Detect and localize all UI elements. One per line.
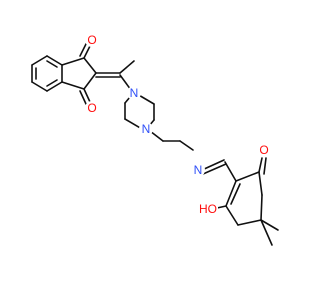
atom-label-nitrogen: N: [130, 86, 139, 100]
atom-label-oxygen: O: [259, 143, 268, 157]
atom-label-nitrogen: N: [194, 163, 203, 177]
bond: [260, 219, 279, 231]
bond: [79, 90, 87, 105]
bond: [260, 219, 273, 246]
bond: [201, 159, 225, 171]
atom-label-nitrogen: N: [142, 122, 151, 136]
bond: [202, 163, 227, 175]
bond: [31, 81, 48, 92]
carbonyl-oxygen-top: O: [85, 33, 99, 47]
bond: [83, 72, 97, 90]
bond: [46, 60, 58, 68]
piperazine-nitrogen-top: N: [127, 86, 141, 100]
bond-lines: [31, 43, 279, 246]
bond: [46, 81, 63, 92]
bond: [79, 43, 87, 57]
carbonyl-oxygen-bottom: O: [85, 101, 99, 115]
imine-nitrogen: N: [191, 163, 205, 177]
bond: [124, 118, 143, 130]
hydroxyl-group: HO: [198, 202, 218, 216]
ring-carbonyl-oxygen: O: [257, 143, 271, 157]
bond: [61, 81, 85, 90]
bond: [258, 171, 263, 196]
bond: [179, 140, 194, 151]
bond: [46, 79, 58, 87]
bond: [260, 194, 263, 221]
bond: [225, 180, 237, 207]
bond: [263, 157, 267, 175]
bond: [83, 57, 97, 74]
bond: [216, 205, 227, 209]
bond: [31, 55, 48, 66]
bond: [83, 88, 91, 103]
bond: [83, 45, 91, 59]
atom-label-oxygen: O: [87, 101, 96, 115]
bond: [46, 55, 63, 66]
atom-labels: O O N N N O HO: [85, 33, 271, 216]
bond: [237, 219, 262, 226]
bond: [149, 130, 164, 142]
chemical-structure-diagram: O O N N N O HO: [31, 33, 279, 246]
bond: [224, 161, 237, 182]
bond: [225, 205, 239, 226]
atom-label-oxygen: O: [87, 33, 96, 47]
bond: [61, 57, 85, 66]
piperazine-nitrogen-bottom: N: [139, 122, 153, 136]
atom-label-hydroxyl: HO: [199, 202, 217, 216]
bond: [235, 171, 260, 182]
bond: [258, 157, 263, 173]
bond: [119, 60, 135, 74]
bond: [119, 74, 132, 91]
bond: [230, 183, 241, 205]
